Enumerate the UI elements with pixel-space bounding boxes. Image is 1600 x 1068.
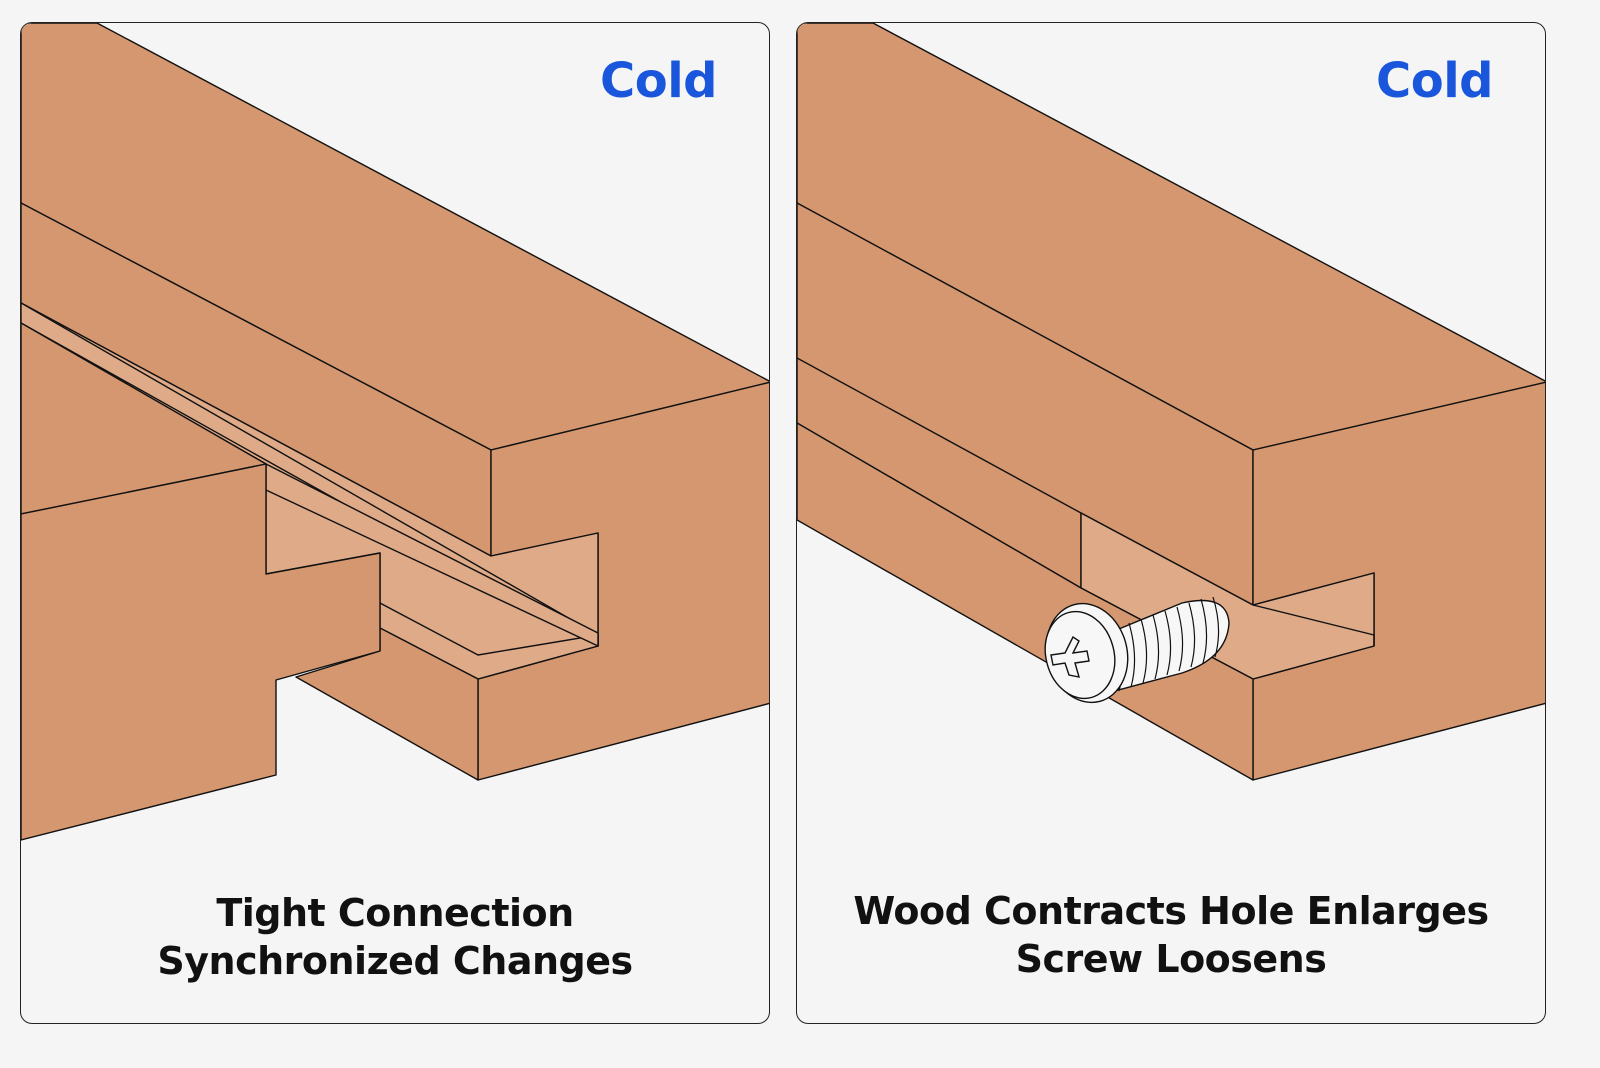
phillips-screw-icon bbox=[1044, 596, 1230, 704]
state-label: Cold bbox=[599, 53, 718, 109]
caption-line-2: Screw Loosens bbox=[1015, 937, 1327, 981]
caption-line-1: Tight Connection bbox=[216, 891, 574, 935]
lower-beam-face bbox=[797, 422, 1254, 781]
caption: Wood Contracts Hole Enlarges Screw Loose… bbox=[797, 887, 1545, 983]
left-panel: Cold Tight Connection Synchronized Chang… bbox=[20, 22, 770, 1024]
state-label: Cold bbox=[1375, 53, 1494, 109]
groove-edge bbox=[1252, 604, 1375, 636]
caption-line-1: Wood Contracts Hole Enlarges bbox=[853, 889, 1489, 933]
board-seam-line bbox=[797, 357, 1082, 514]
right-panel: Cold Wood Contracts Hole Enlarges Screw … bbox=[796, 22, 1546, 1024]
caption: Tight Connection Synchronized Changes bbox=[21, 889, 769, 985]
beam-end-face bbox=[1252, 381, 1545, 781]
caption-line-2: Synchronized Changes bbox=[157, 939, 633, 983]
tight-joint-diagram bbox=[21, 23, 769, 841]
board-end-face bbox=[21, 463, 381, 841]
loose-screw-diagram bbox=[797, 23, 1545, 781]
